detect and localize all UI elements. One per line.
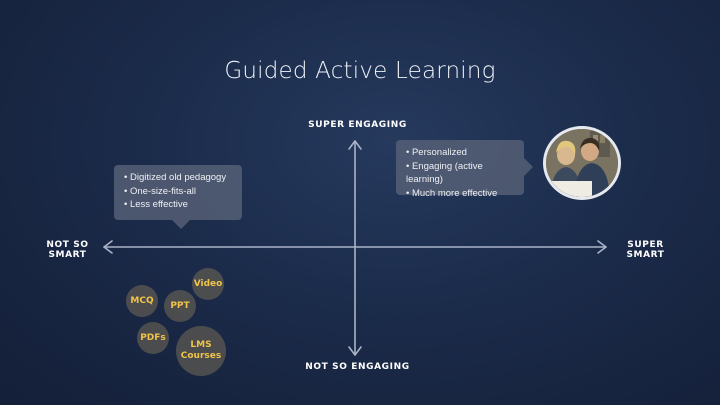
top-arrowhead	[348, 140, 362, 150]
bubble-lms-line1: LMS	[190, 340, 212, 350]
bubble-lms-line2: Courses	[180, 351, 222, 361]
bubble-lms-courses: LMS Courses	[176, 326, 226, 376]
callout-tail	[172, 220, 190, 229]
callout-active-learning: Personalized Engaging (active learning) …	[396, 140, 533, 199]
bubble-ppt: PPT	[164, 290, 196, 322]
students-photo	[543, 126, 621, 200]
callout-item: Digitized old pedagogy	[124, 171, 232, 185]
callout-traditional: Digitized old pedagogy One-size-fits-all…	[114, 165, 242, 229]
callout-item: One-size-fits-all	[124, 185, 232, 199]
right-arrowhead	[597, 240, 607, 254]
callout-item: Less effective	[124, 198, 232, 212]
bubble-mcq: MCQ	[126, 285, 158, 317]
callout-item: Personalized	[406, 146, 514, 160]
axis-label-right: SUPER SMART	[626, 240, 665, 260]
axis-label-top: SUPER ENGAGING	[308, 120, 407, 130]
bubble-video: Video	[192, 268, 224, 300]
axis-label-left: NOT SO SMART	[46, 240, 89, 260]
left-arrowhead	[103, 240, 113, 254]
bottom-arrowhead	[348, 346, 362, 356]
slide-title: Guided Active Learning	[224, 58, 496, 84]
callout-item: Engaging (active learning)	[406, 160, 514, 187]
callout-tail	[524, 158, 533, 176]
bubble-pdfs: PDFs	[137, 322, 169, 354]
callout-item: Much more effective	[406, 187, 514, 201]
axis-label-bottom: NOT SO ENGAGING	[305, 362, 410, 372]
